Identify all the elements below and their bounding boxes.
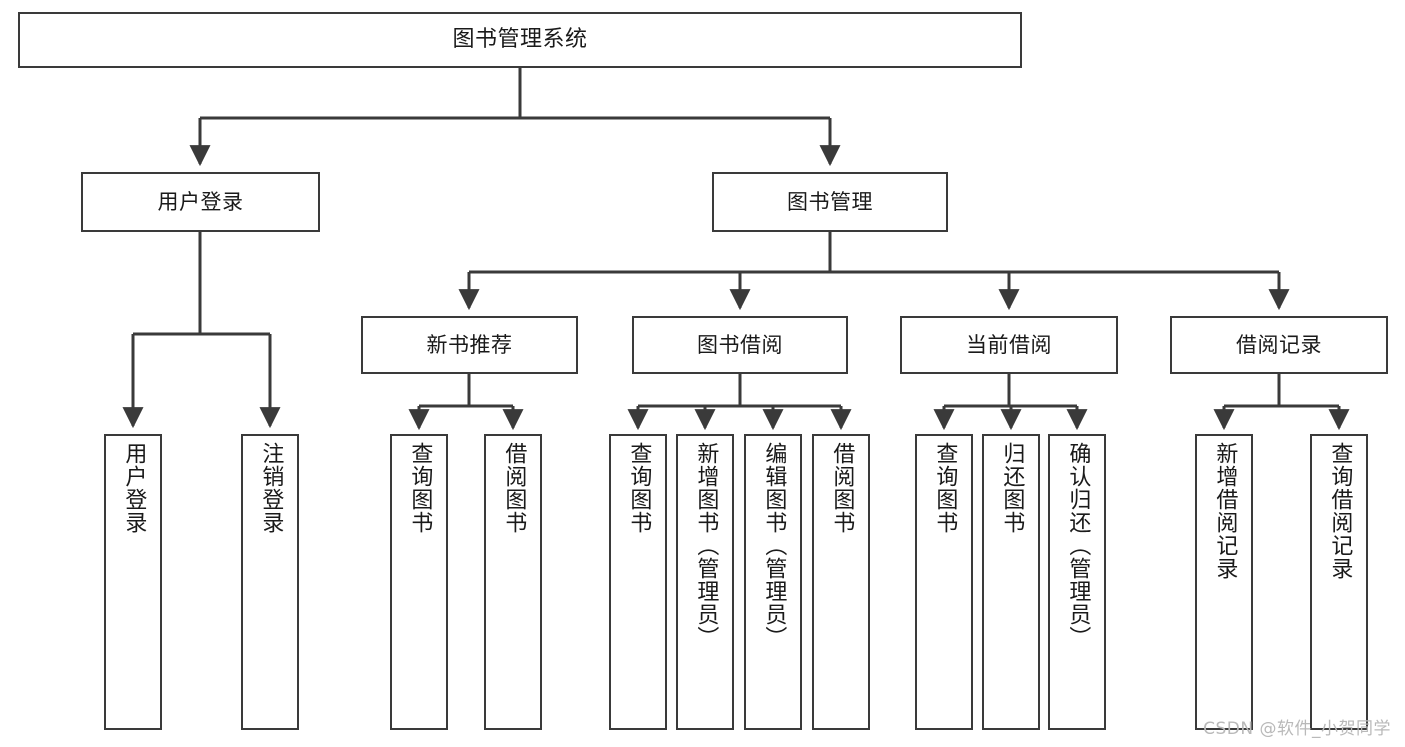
node-leaf-query-book-current-label: 查询图书 [932,442,958,534]
node-leaf-query-book-current[interactable]: 查询图书 [915,434,973,730]
node-borrow-record[interactable]: 借阅记录 [1170,316,1388,374]
node-leaf-borrow-book-label: 借阅图书 [829,442,855,534]
node-book-borrow[interactable]: 图书借阅 [632,316,848,374]
node-leaf-confirm-return-admin[interactable]: 确认归还（管理员） [1048,434,1106,730]
node-leaf-confirm-return-admin-label: 确认归还（管理员） [1065,442,1091,649]
node-user-login-label: 用户登录 [157,189,244,214]
node-leaf-query-book-recommend[interactable]: 查询图书 [390,434,448,730]
node-book-borrow-label: 图书借阅 [697,332,783,357]
node-current-borrow-label: 当前借阅 [966,332,1052,357]
node-leaf-query-borrow-record-label: 查询借阅记录 [1327,442,1353,580]
node-new-book-recommend[interactable]: 新书推荐 [361,316,578,374]
node-leaf-add-borrow-record[interactable]: 新增借阅记录 [1195,434,1253,730]
node-current-borrow[interactable]: 当前借阅 [900,316,1118,374]
node-book-management-label: 图书管理 [787,189,873,214]
node-root-label: 图书管理系统 [452,27,588,53]
node-leaf-borrow-book[interactable]: 借阅图书 [812,434,870,730]
node-leaf-query-book-borrow[interactable]: 查询图书 [609,434,667,730]
node-user-login[interactable]: 用户登录 [81,172,320,232]
node-leaf-user-login-label: 用户登录 [121,442,147,534]
node-leaf-borrow-book-recommend-label: 借阅图书 [501,442,527,534]
node-leaf-user-login[interactable]: 用户登录 [104,434,162,730]
node-root[interactable]: 图书管理系统 [18,12,1022,68]
node-leaf-logout[interactable]: 注销登录 [241,434,299,730]
node-leaf-query-book-recommend-label: 查询图书 [407,442,433,534]
node-leaf-query-book-borrow-label: 查询图书 [626,442,652,534]
node-leaf-add-book-admin[interactable]: 新增图书（管理员） [676,434,734,730]
node-leaf-return-book-label: 归还图书 [999,442,1025,534]
watermark: CSDN @软件_小贺同学 [1203,719,1391,739]
node-borrow-record-label: 借阅记录 [1236,332,1322,357]
node-leaf-edit-book-admin-label: 编辑图书（管理员） [761,442,787,649]
node-leaf-edit-book-admin[interactable]: 编辑图书（管理员） [744,434,802,730]
node-new-book-recommend-label: 新书推荐 [426,332,513,357]
node-leaf-return-book[interactable]: 归还图书 [982,434,1040,730]
node-leaf-add-book-admin-label: 新增图书（管理员） [693,442,719,649]
node-leaf-query-borrow-record[interactable]: 查询借阅记录 [1310,434,1368,730]
node-book-management[interactable]: 图书管理 [712,172,948,232]
node-leaf-add-borrow-record-label: 新增借阅记录 [1212,442,1238,580]
node-leaf-logout-label: 注销登录 [258,442,284,534]
node-leaf-borrow-book-recommend[interactable]: 借阅图书 [484,434,542,730]
